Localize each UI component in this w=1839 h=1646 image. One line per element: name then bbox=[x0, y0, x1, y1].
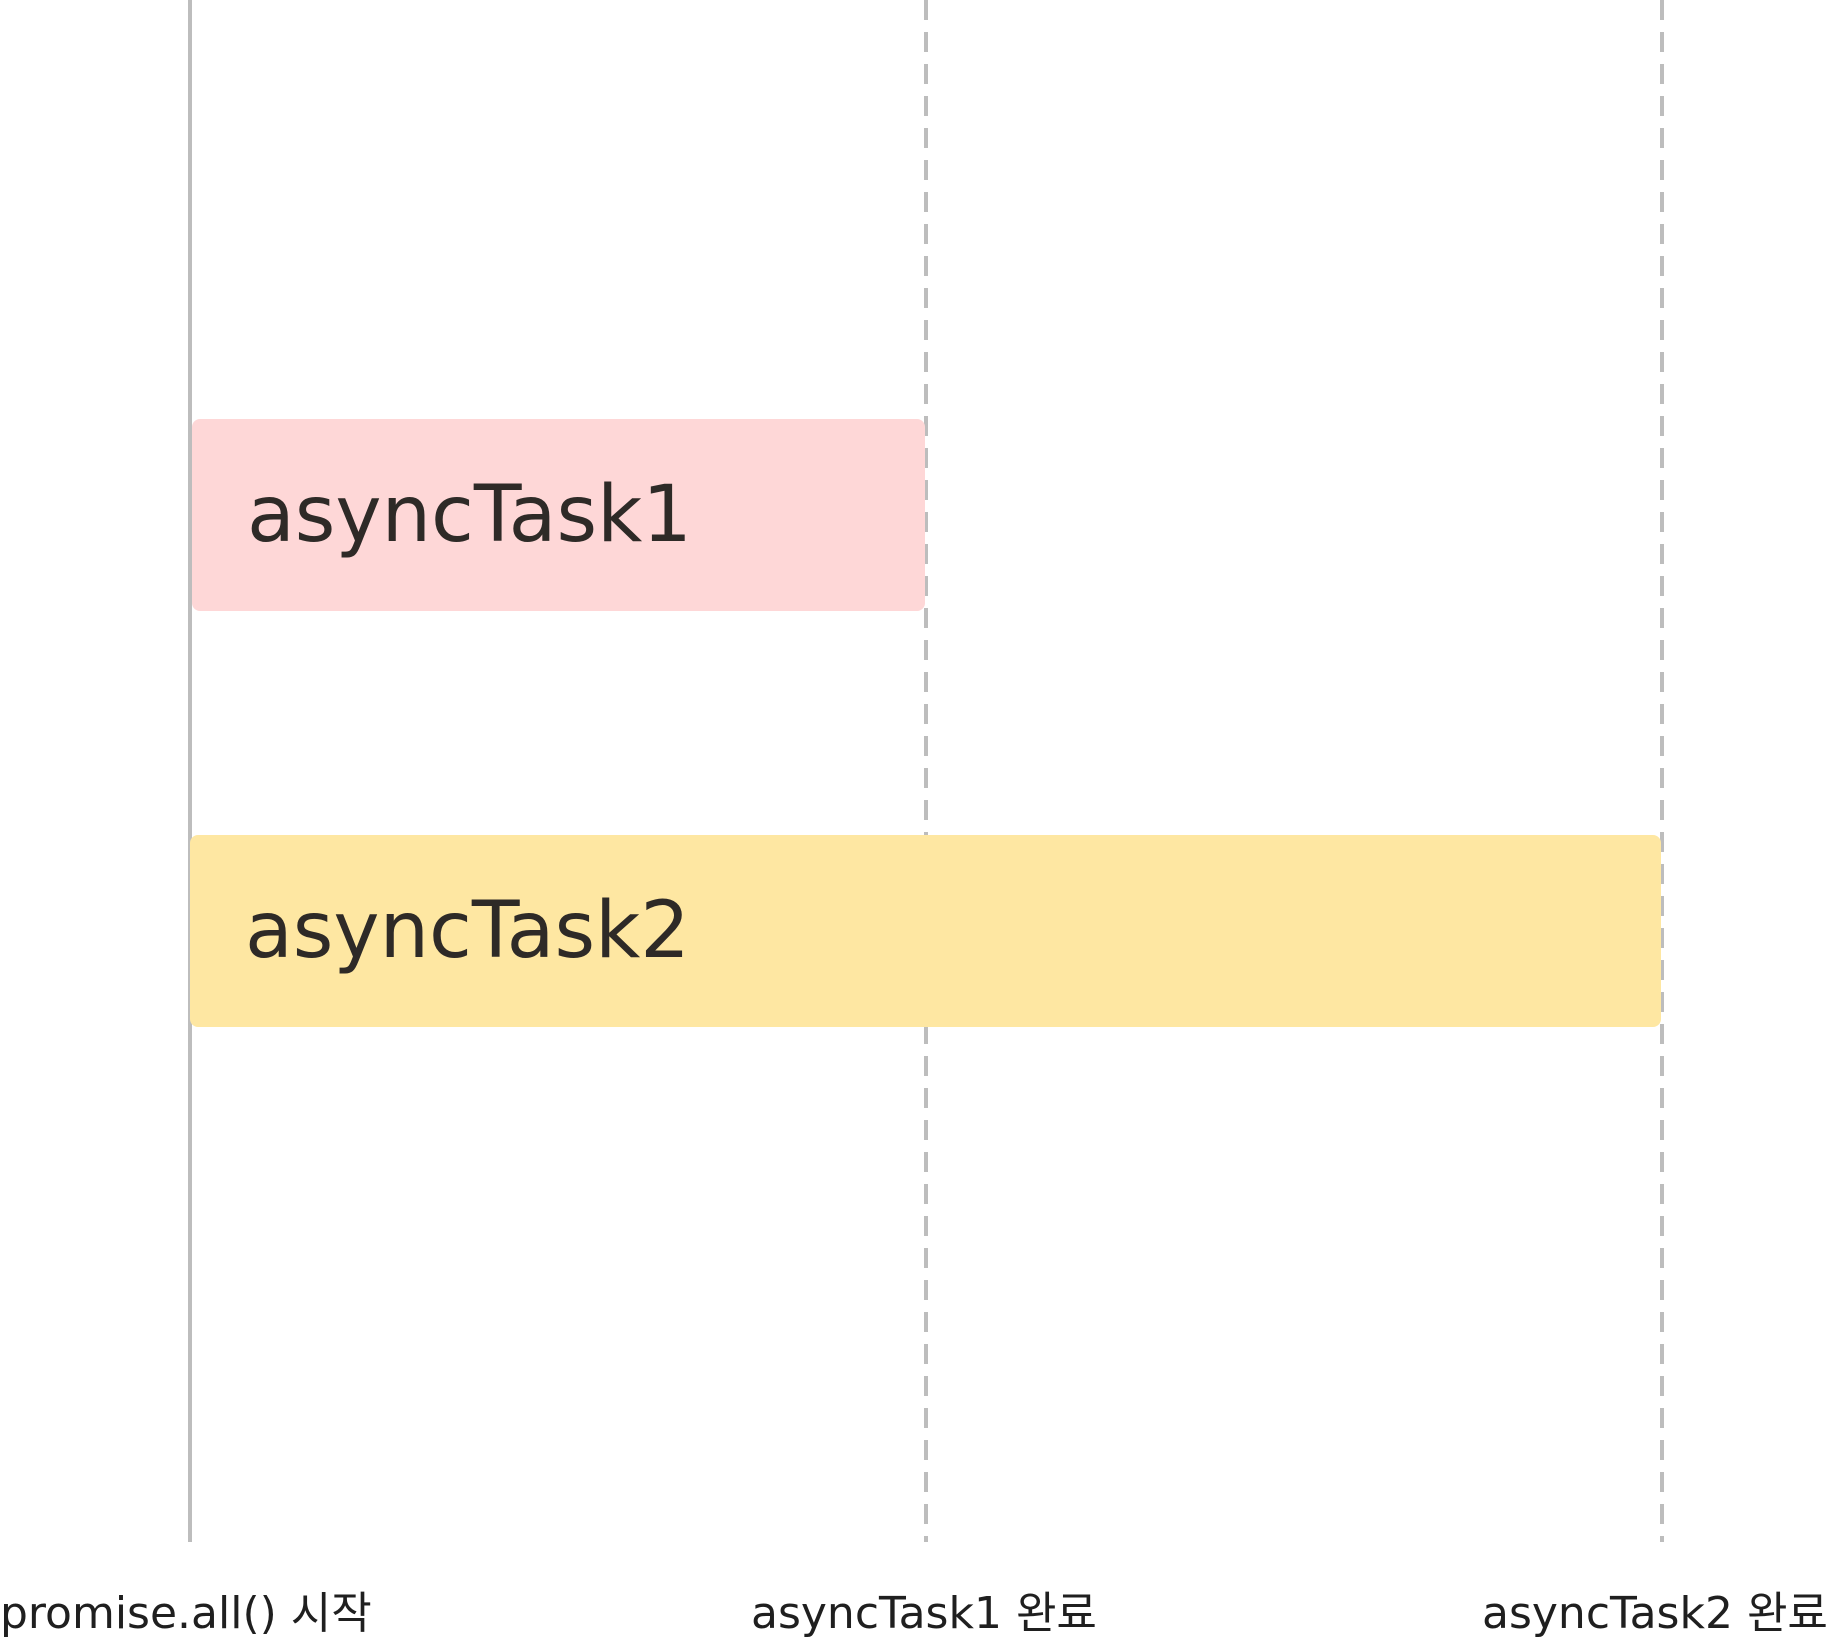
task2-complete-label: asyncTask2 완료 bbox=[1482, 1588, 1828, 1639]
task-label-asynctask2: asyncTask2 bbox=[245, 886, 690, 976]
task-bar-asynctask1: asyncTask1 bbox=[192, 419, 925, 611]
task2-complete-marker-line bbox=[1660, 0, 1664, 1542]
start-marker-line bbox=[188, 0, 192, 1542]
start-marker-label: promise.all() 시작 bbox=[0, 1588, 372, 1639]
task-label-asynctask1: asyncTask1 bbox=[247, 470, 692, 560]
task1-complete-label: asyncTask1 완료 bbox=[751, 1588, 1097, 1639]
task-bar-asynctask2: asyncTask2 bbox=[190, 835, 1661, 1027]
task1-complete-marker-line bbox=[924, 0, 928, 1542]
